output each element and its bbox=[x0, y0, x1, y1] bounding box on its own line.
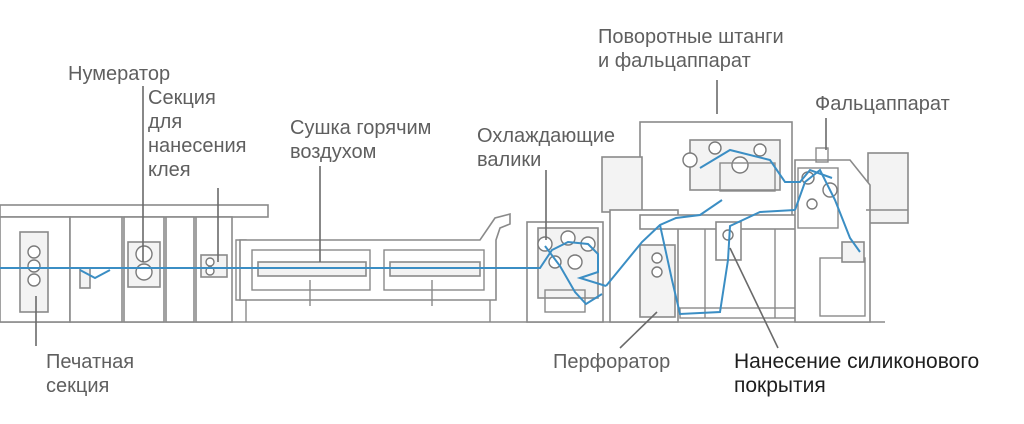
label-numerator-text: Нумератор bbox=[68, 63, 171, 85]
label-silicone-coating-line2: покрытия bbox=[734, 374, 826, 397]
label-printing-section-line1: Печатная bbox=[46, 351, 135, 373]
label-turning-bars-line1: Поворотные штанги bbox=[598, 26, 784, 48]
label-hot-air-dryer-line2: воздухом bbox=[290, 141, 377, 163]
label-perforator: Перфоратор bbox=[553, 350, 670, 374]
label-chill-rollers: Охлаждающие валики bbox=[477, 124, 615, 172]
label-turning-bars: Поворотные штанги и фальцаппарат bbox=[598, 25, 784, 73]
label-numerator: Нумератор bbox=[68, 62, 170, 86]
label-hot-air-dryer-line1: Сушка горячим bbox=[290, 117, 432, 139]
label-folder: Фальцаппарат bbox=[815, 92, 950, 116]
label-folder-text: Фальцаппарат bbox=[815, 93, 950, 115]
glue-section-unit bbox=[165, 216, 233, 323]
label-perforator-text: Перфоратор bbox=[553, 351, 671, 373]
label-printing-section-line2: секция bbox=[46, 375, 110, 397]
turning-bars-folder-unit bbox=[601, 121, 841, 323]
folder-unit bbox=[794, 147, 909, 323]
leader-lines bbox=[35, 80, 827, 349]
label-hot-air-dryer: Сушка горячим воздухом bbox=[290, 116, 431, 164]
label-silicone-coating: Нанесение силиконового покрытия bbox=[734, 350, 979, 398]
label-glue-section-line3: нанесения bbox=[148, 135, 247, 157]
web-path bbox=[0, 148, 861, 316]
label-glue-section-line1: Секция bbox=[148, 87, 216, 109]
printing-section-unit bbox=[0, 204, 269, 323]
label-silicone-coating-line1: Нанесение силиконового bbox=[734, 350, 980, 373]
label-printing-section: Печатная секция bbox=[46, 350, 134, 398]
label-glue-section-line4: клея bbox=[148, 159, 191, 181]
label-glue-section-line2: для bbox=[148, 111, 183, 133]
label-chill-rollers-line1: Охлаждающие bbox=[477, 125, 616, 147]
chill-rollers-unit bbox=[526, 221, 604, 323]
numerator-unit bbox=[123, 216, 165, 323]
label-glue-section: Секция для нанесения клея bbox=[148, 86, 247, 182]
label-chill-rollers-line2: валики bbox=[477, 149, 542, 171]
label-turning-bars-line2: и фальцаппарат bbox=[598, 50, 751, 72]
